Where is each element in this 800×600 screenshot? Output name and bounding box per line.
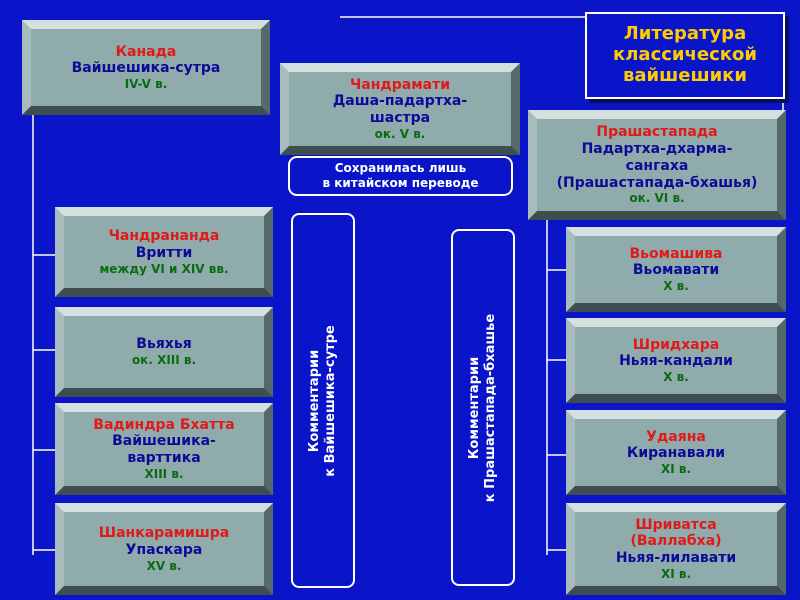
date-label: ок. XIII в. — [131, 353, 197, 368]
work-title: Упаскара — [125, 541, 203, 558]
box-prashastapada: Прашастапада Падартха-дхарма- сангаха (П… — [528, 110, 786, 220]
author-alias: (Валлабха) — [630, 533, 722, 550]
date-label: ок. VI в. — [629, 191, 685, 206]
box-shrivatsa: Шриватса (Валлабха) Ньяя-лилавати XI в. — [566, 503, 786, 595]
box-vyomashiva: Вьомашива Вьомавати X в. — [566, 227, 786, 312]
slide-title: Литература классической вайшешики — [585, 12, 785, 99]
box-chandrananda: Чандрананда Вритти между VI и XIV вв. — [55, 207, 273, 297]
work-title: Вайшешика-сутра — [71, 60, 221, 77]
work-title-line1: Даша-падартха- — [332, 93, 468, 110]
author-name: Канада — [115, 43, 177, 60]
sutra-commentaries-label: Комментарии к Вайшешика-сутре — [291, 213, 355, 588]
date-label: XI в. — [660, 462, 692, 477]
work-title: Киранавали — [626, 445, 726, 462]
bhashya-commentaries-text: Комментарии к Прашастапада-бхашье — [466, 313, 498, 502]
bhashya-commentaries-label: Комментарии к Прашастапада-бхашье — [451, 229, 515, 586]
chinese-translation-note: Сохранилась лишь в китайском переводе — [288, 156, 513, 196]
author-name: Чандрананда — [108, 228, 220, 244]
work-title: Вьяхья — [136, 336, 192, 353]
author-name: Прашастапада — [596, 124, 718, 141]
date-label: IV-V в. — [124, 77, 168, 92]
date-label: X в. — [663, 370, 689, 385]
box-shridhara: Шридхара Ньяя-кандали X в. — [566, 318, 786, 403]
work-title-line1: Падартха-дхарма- — [581, 141, 733, 157]
author-name: Шриватса — [635, 516, 717, 533]
work-title: Вритти — [135, 244, 193, 261]
box-kanada: Канада Вайшешика-сутра IV-V в. — [22, 20, 270, 115]
date-label: XV в. — [146, 558, 182, 573]
date-label: XIII в. — [144, 467, 184, 481]
date-label: XI в. — [660, 567, 692, 581]
date-label: ок. V в. — [374, 127, 426, 141]
date-label: X в. — [663, 279, 689, 294]
author-name: Шанкарамишра — [98, 525, 230, 541]
box-udayana: Удаяна Киранавали XI в. — [566, 410, 786, 495]
title-line2: классической — [613, 44, 757, 66]
author-name: Чандрамати — [349, 76, 451, 93]
author-name: Удаяна — [646, 428, 706, 445]
title-line1: Литература — [623, 23, 747, 45]
work-title-line2: сангаха — [625, 157, 689, 174]
box-vyakhya: Вьяхья ок. XIII в. — [55, 307, 273, 397]
date-label: между VI и XIV вв. — [99, 261, 229, 276]
author-name: Шридхара — [632, 336, 720, 353]
title-line3: вайшешики — [622, 64, 748, 86]
work-title-line3: (Прашастапада-бхашья) — [556, 174, 758, 191]
note-line1: Сохранилась лишь — [334, 161, 467, 175]
sutra-commentaries-text: Комментарии к Вайшешика-сутре — [306, 324, 338, 477]
note-line2: в китайском переводе — [322, 176, 479, 190]
work-title-line2: шастра — [369, 110, 431, 127]
author-name: Вадиндра Бхатта — [93, 416, 235, 433]
work-title-line2: варттика — [127, 450, 201, 467]
work-title: Ньяя-лилавати — [615, 550, 737, 567]
author-name: Вьомашива — [629, 245, 723, 262]
box-shankaramishra: Шанкарамишра Упаскара XV в. — [55, 503, 273, 595]
work-title: Ньяя-кандали — [619, 353, 733, 370]
box-vadindra-bhatta: Вадиндра Бхатта Вайшешика- варттика XIII… — [55, 403, 273, 495]
box-chandramati: Чандрамати Даша-падартха- шастра ок. V в… — [280, 63, 520, 155]
work-title-line1: Вайшешика- — [112, 433, 216, 450]
work-title: Вьомавати — [632, 262, 720, 279]
